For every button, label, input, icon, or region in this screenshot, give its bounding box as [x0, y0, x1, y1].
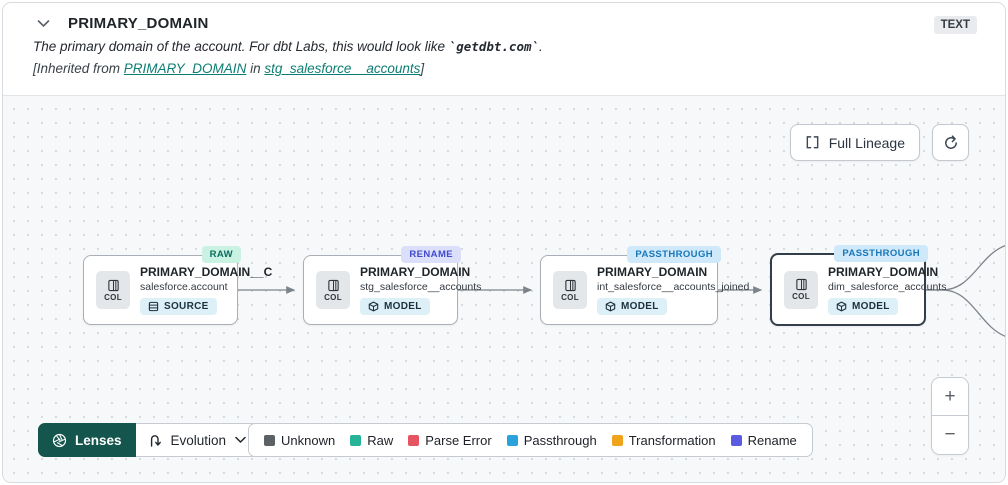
node-kind-label: MODEL [384, 301, 422, 312]
legend-item-parse-error: Parse Error [408, 432, 492, 448]
column-chip: COL [96, 271, 130, 309]
inherited-suffix: ] [420, 61, 425, 76]
node-column-name: PRIMARY_DOMAIN__C [140, 265, 273, 279]
status-badge-passthrough: PASSTHROUGH [627, 246, 721, 263]
lineage-node-stg-salesforce-accounts[interactable]: RENAME COL PRIMARY_DOMAIN stg_salesforce… [303, 246, 481, 325]
zoom-in-button[interactable]: + [932, 378, 968, 416]
node-kind-badge: SOURCE [140, 298, 217, 315]
node-body: PRIMARY_DOMAIN int_salesforce__accounts_… [597, 265, 749, 315]
node-kind-label: MODEL [621, 301, 659, 312]
legend-label: Unknown [281, 432, 336, 448]
node-kind-label: MODEL [852, 300, 890, 312]
status-badge-raw: RAW [201, 246, 241, 263]
node-model-name: salesforce.account [140, 281, 228, 293]
evolution-path-icon [150, 434, 161, 447]
legend-label: Parse Error [425, 432, 492, 448]
legend-item-transformation: Transformation [611, 432, 716, 448]
legend-label: Raw [367, 432, 394, 448]
expand-icon [806, 136, 819, 149]
legend-swatch [611, 434, 623, 446]
lenses-control: Lenses Evolution [38, 423, 260, 457]
model-cube-icon [368, 301, 379, 312]
node-column-name: PRIMARY_DOMAIN [828, 264, 939, 279]
edge-dim-downstream-lower [926, 289, 1005, 337]
column-chip: COL [784, 270, 818, 309]
legend-item-rename: Rename [730, 432, 797, 448]
legend-label: Rename [747, 432, 797, 448]
selected-lens-label: Evolution [170, 432, 227, 448]
lenses-label: Lenses [75, 432, 122, 448]
column-description: The primary domain of the account. For d… [33, 39, 977, 54]
database-icon [148, 301, 159, 312]
lineage-canvas[interactable]: Full Lineage RAW COL PRIMARY_DOMAIN__C [3, 96, 1005, 482]
description-code: `getdbt.com` [448, 39, 540, 54]
node-model-name: stg_salesforce__accounts [360, 281, 482, 293]
description-period: . [539, 39, 543, 54]
legend-item-raw: Raw [350, 433, 393, 448]
legend-item-unknown: Unknown [264, 433, 335, 448]
full-lineage-button[interactable]: Full Lineage [789, 124, 920, 161]
lineage-edges [238, 245, 1005, 337]
column-chip: COL [553, 271, 587, 309]
col-chip-label: COL [104, 292, 122, 302]
status-badge-passthrough: PASSTHROUGH [834, 245, 928, 262]
refresh-button[interactable] [932, 124, 969, 161]
inherited-mid: in [246, 61, 265, 76]
refresh-icon [944, 134, 957, 149]
legend-label: Passthrough [523, 432, 597, 448]
legend-swatch [408, 434, 420, 446]
node-body: PRIMARY_DOMAIN__C salesforce.account SOU… [140, 265, 272, 315]
columns-icon [107, 279, 119, 291]
node-column-name: PRIMARY_DOMAIN [597, 265, 708, 279]
legend-swatch [730, 434, 742, 446]
chevron-down-icon [235, 436, 246, 444]
legend-swatch [506, 434, 518, 446]
col-chip-label: COL [324, 292, 342, 302]
col-chip-label: COL [792, 292, 810, 301]
lineage-node-int-salesforce-accounts-joined[interactable]: PASSTHROUGH COL PRIMARY_DOMAIN int_sales… [540, 246, 749, 325]
inherited-model-link[interactable]: stg_salesforce__accounts [264, 61, 421, 76]
legend-item-passthrough: Passthrough [506, 432, 597, 448]
columns-icon [564, 279, 576, 291]
column-chip: COL [316, 271, 350, 309]
col-chip-label: COL [561, 292, 579, 302]
lens-aperture-icon [52, 433, 67, 447]
lineage-node-dim-salesforce-accounts[interactable]: PASSTHROUGH COL PRIMARY_DOMAIN dim_sales… [770, 245, 946, 326]
node-body: PRIMARY_DOMAIN dim_salesforce_accounts M… [828, 265, 946, 315]
legend-swatch [350, 434, 362, 446]
inherited-from-line: [Inherited from PRIMARY_DOMAIN in stg_sa… [33, 61, 977, 76]
node-kind-badge: MODEL [597, 298, 667, 315]
lineage-node-salesforce-account[interactable]: RAW COL PRIMARY_DOMAIN__C salesforce.acc… [83, 246, 272, 325]
inherited-prefix: [Inherited from [33, 61, 124, 76]
page-title: PRIMARY_DOMAIN [68, 15, 209, 32]
model-cube-icon [605, 301, 616, 312]
column-type-badge: TEXT [933, 16, 977, 34]
lenses-button[interactable]: Lenses [38, 423, 136, 457]
node-kind-badge: MODEL [828, 297, 898, 315]
node-model-name: int_salesforce__accounts_joined [597, 281, 750, 293]
node-model-name: dim_salesforce_accounts [828, 280, 947, 293]
node-kind-label: SOURCE [164, 301, 209, 312]
node-kind-badge: MODEL [360, 298, 430, 315]
canvas-toolbar: Full Lineage [789, 124, 969, 161]
columns-icon [327, 279, 339, 291]
column-header: PRIMARY_DOMAIN TEXT The primary domain o… [3, 3, 1005, 96]
collapse-chevron-icon[interactable] [37, 19, 50, 28]
model-cube-icon [836, 301, 847, 311]
inherited-column-link[interactable]: PRIMARY_DOMAIN [123, 61, 247, 76]
legend-label: Transformation [628, 432, 716, 448]
node-column-name: PRIMARY_DOMAIN [360, 265, 471, 279]
zoom-out-button[interactable]: − [932, 416, 968, 454]
lens-select-evolution[interactable]: Evolution [135, 423, 260, 457]
columns-icon [795, 278, 807, 291]
zoom-controls: + − [931, 377, 969, 455]
legend-swatch [264, 434, 275, 446]
status-badge-rename: RENAME [401, 246, 461, 263]
full-lineage-label: Full Lineage [828, 134, 905, 151]
node-body: PRIMARY_DOMAIN stg_salesforce__accounts … [360, 265, 481, 315]
evolution-legend: Unknown Raw Parse Error Passthrough Tran… [248, 423, 813, 457]
description-text: The primary domain of the account. For d… [33, 39, 449, 54]
